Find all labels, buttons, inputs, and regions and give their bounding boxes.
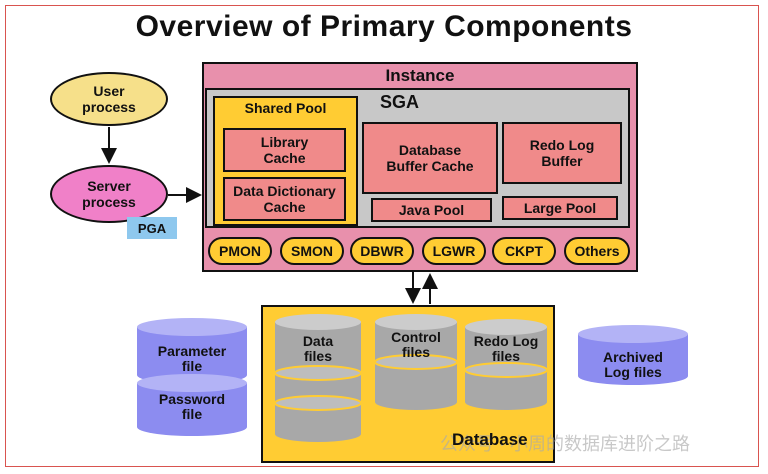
user-process-ellipse: User process [50,72,168,126]
pga-box: PGA [127,217,177,239]
process-dbwr: DBWR [350,237,414,265]
server-process-ellipse: Server process [50,165,168,223]
process-ckpt: CKPT [492,237,556,265]
data-dictionary-cache-box: Data Dictionary Cache [223,177,346,221]
watermark-text: 公众号 · 小周的数据库进阶之路 [440,434,690,454]
redo-log-buffer-box: Redo Log Buffer [502,122,622,184]
archived-log-files-cylinder [578,325,688,385]
database-buffer-cache-box: Database Buffer Cache [362,122,498,194]
control-files-label: Control files [391,329,441,361]
java-pool-box: Java Pool [371,198,492,222]
archived-log-files-label: Archived Log files [603,349,663,381]
process-others: Others [564,237,630,265]
process-lgwr: LGWR [422,237,486,265]
password-file-cylinder [137,374,247,436]
library-cache-box: Library Cache [223,128,346,172]
control-files-cylinder [374,314,458,410]
redo-log-files-label: Redo Log files [473,333,539,365]
data-files-cylinder [274,314,362,442]
password-file-label: Password file [158,391,226,423]
redo-log-files-cylinder [464,319,548,410]
large-pool-box: Large Pool [502,196,618,220]
sga-label: SGA [380,92,420,112]
diagram-title: Overview of Primary Components [135,10,633,43]
instance-label: Instance [385,66,455,85]
parameter-file-label: Parameter file [157,343,227,375]
shared-pool-label: Shared Pool [244,100,327,116]
database-label: Database [452,430,528,449]
process-pmon: PMON [208,237,272,265]
process-smon: SMON [280,237,344,265]
outer-frame [5,5,759,467]
data-files-label: Data files [302,333,334,365]
